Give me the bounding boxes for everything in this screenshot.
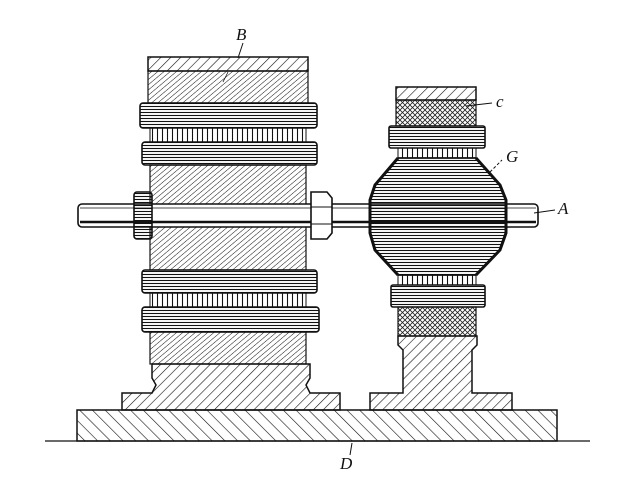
right-pedestal <box>369 335 513 411</box>
leader-G <box>489 159 503 173</box>
label-B: B <box>236 25 247 44</box>
label-C: c <box>496 92 504 111</box>
right-frame-upper-core <box>395 99 477 127</box>
left-frame-upper-core <box>147 70 309 104</box>
right-commutator-upper <box>397 147 477 159</box>
left-commutator-2 <box>149 292 307 308</box>
label-G: G <box>506 147 519 166</box>
armature <box>369 157 507 276</box>
right-frame-cap <box>395 86 477 101</box>
label-D: D <box>340 454 353 473</box>
base-plate <box>76 409 558 442</box>
left-pedestal <box>121 363 341 411</box>
right-frame-lower-core <box>397 306 477 337</box>
left-coil-1 <box>139 102 318 129</box>
right-commutator-lower <box>397 274 477 286</box>
left-coil-2 <box>141 141 318 166</box>
leader-C <box>465 102 493 107</box>
right-coil-upper <box>388 125 486 149</box>
left-commutator-1 <box>149 127 307 143</box>
leader-A <box>533 209 556 214</box>
left-coil-3 <box>141 269 318 294</box>
right-coil-lower <box>390 284 486 308</box>
left-frame-lower-core <box>149 331 307 365</box>
leader-B <box>237 42 244 59</box>
label-A: A <box>558 199 569 218</box>
left-coil-4 <box>141 306 320 333</box>
leader-D <box>349 442 353 456</box>
left-frame-cap <box>147 56 309 72</box>
left-shaft-collar <box>133 191 153 240</box>
hex-nut <box>310 191 333 240</box>
